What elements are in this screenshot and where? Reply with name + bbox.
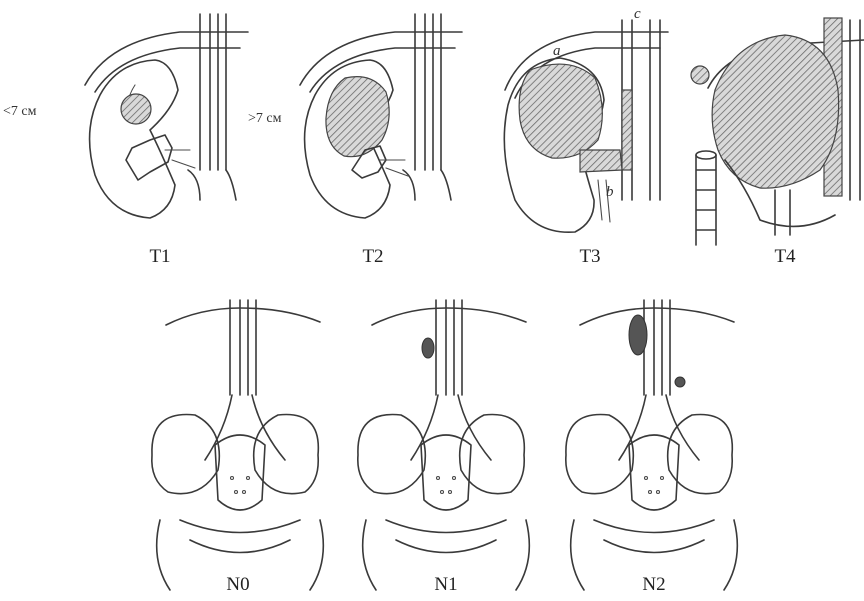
n0-panel: N0 (152, 300, 324, 595)
n0-label: N0 (226, 574, 249, 595)
t1-label: T1 (149, 246, 170, 267)
t4-colon (696, 155, 716, 245)
n1-panel: N1 (358, 300, 530, 595)
t3-panel: a b c T3 (504, 6, 668, 267)
t3-letter-a: a (553, 43, 561, 59)
n2-lymph-node-large (629, 315, 647, 355)
t1-panel: <7 см T1 (3, 14, 248, 267)
n1-lymph-node (422, 338, 434, 358)
n2-panel: N2 (566, 300, 738, 595)
t3-label: T3 (579, 246, 600, 267)
t1-tumor (121, 94, 151, 124)
t3-letter-c: c (634, 6, 641, 22)
t1-kidney (90, 60, 178, 218)
t4-tumor (712, 35, 838, 188)
t1-renal-pelvis (126, 135, 172, 180)
t2-tumor (326, 77, 389, 157)
t4-label: T4 (774, 246, 796, 267)
t2-size-label: >7 см (248, 111, 282, 126)
t3-vein-thrombus (622, 90, 632, 170)
t1-size-label: <7 см (3, 104, 37, 119)
t3-tumor (519, 64, 602, 158)
n2-label: N2 (642, 574, 665, 595)
n1-label: N1 (434, 574, 457, 595)
t4-panel: T4 (691, 18, 864, 267)
n2-lymph-node-small (675, 377, 685, 387)
t3-letter-b: b (606, 184, 614, 200)
t2-panel: >7 см T2 (248, 14, 462, 267)
t2-label: T2 (362, 246, 383, 267)
